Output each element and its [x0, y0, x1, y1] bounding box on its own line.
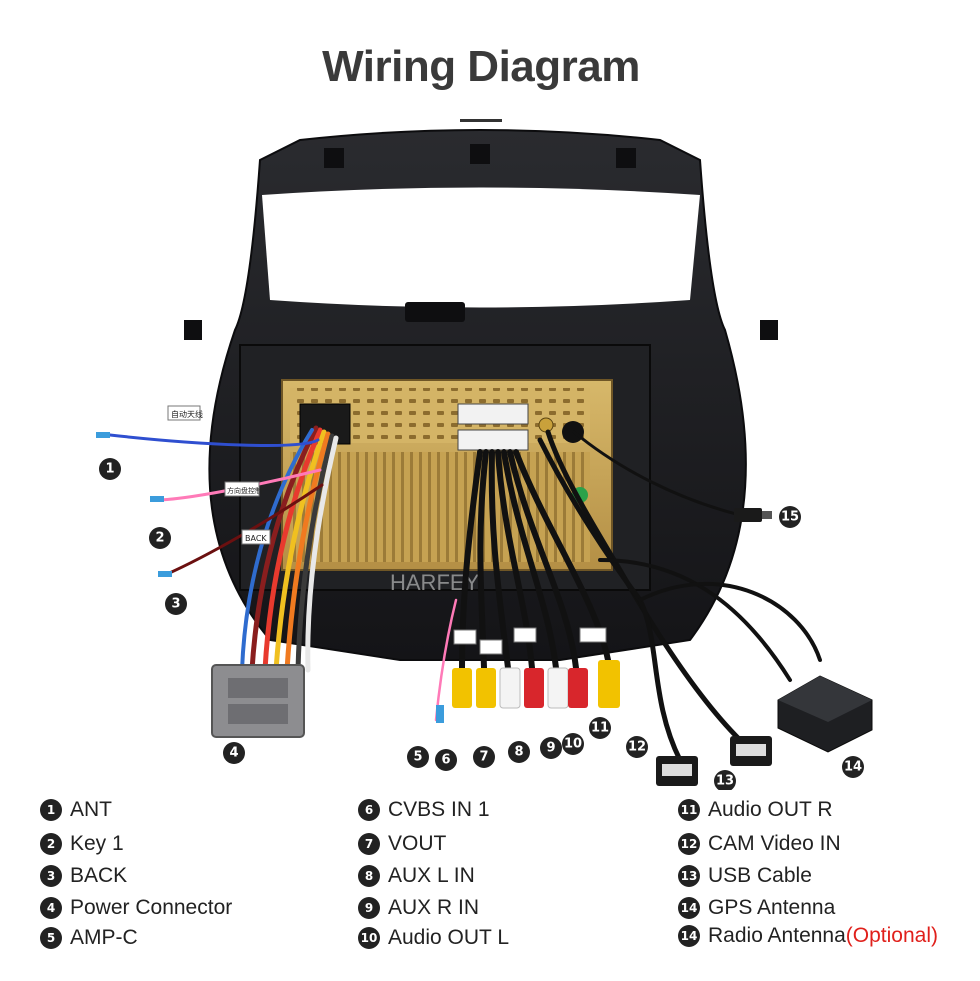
callout-3-marker: 3: [165, 593, 187, 615]
rca-plugs: [436, 627, 620, 723]
svg-text:7: 7: [479, 750, 488, 765]
svg-text:9: 9: [546, 741, 555, 756]
title-underline: [460, 119, 502, 122]
legend-badge-15: 14: [678, 925, 700, 947]
legend-label: USB Cable: [708, 864, 812, 887]
legend-item-vout: 7 VOUT: [358, 830, 446, 858]
legend-item-power-connector: 4 Power Connector: [40, 894, 232, 922]
legend-label: ANT: [70, 798, 112, 821]
svg-text:4: 4: [229, 746, 238, 761]
legend-badge-5: 5: [40, 927, 62, 949]
legend-badge-12: 12: [678, 833, 700, 855]
legend-item-ant: 1 ANT: [40, 796, 112, 824]
callout-15-marker: 15: [779, 506, 801, 528]
svg-text:14: 14: [844, 760, 862, 775]
legend-badge-11: 11: [678, 799, 700, 821]
callout-13-marker: 13: [714, 770, 736, 790]
callout-8-marker: 8: [508, 741, 530, 763]
head-unit-chassis: HARFEY: [281, 379, 613, 595]
legend-item-aux-r-in: 9 AUX R IN: [358, 894, 479, 922]
legend-badge-13: 13: [678, 865, 700, 887]
legend-label: CVBS IN 1: [388, 798, 490, 821]
legend-label: Audio OUT R: [708, 798, 833, 821]
callout-6-marker: 6: [435, 749, 457, 771]
legend-item-radio-antenna: 14 Radio Antenna(Optional): [678, 922, 938, 950]
callout-10-marker: 10: [562, 733, 584, 755]
legend-label: GPS Antenna: [708, 896, 836, 919]
legend-label: AMP-C: [70, 926, 138, 949]
legend-item-audio-out-r: 11 Audio OUT R: [678, 796, 833, 824]
wiring-harness: [108, 425, 339, 673]
legend-badge-3: 3: [40, 865, 62, 887]
callout-5-marker: 5: [407, 746, 429, 768]
legend-badge-1: 1: [40, 799, 62, 821]
legend-badge-6: 6: [358, 799, 380, 821]
callout-11-marker: 11: [589, 717, 611, 739]
legend-item-amp-c: 5 AMP-C: [40, 924, 138, 952]
callout-4-marker: 4: [223, 742, 245, 764]
legend-badge-7: 7: [358, 833, 380, 855]
legend-label: Radio Antenna: [708, 924, 846, 947]
legend-label: AUX L IN: [388, 864, 475, 887]
legend-badge-10: 10: [358, 927, 380, 949]
svg-text:BACK: BACK: [245, 534, 267, 543]
svg-text:1: 1: [105, 462, 114, 477]
legend-label: AUX R IN: [388, 896, 480, 919]
optional-note: (Optional): [845, 924, 938, 947]
svg-text:2: 2: [155, 531, 164, 546]
legend-label: CAM Video IN: [708, 832, 841, 855]
svg-text:自动天线: 自动天线: [171, 409, 203, 419]
callout-7-marker: 7: [473, 746, 495, 768]
radio-antenna-jack: [734, 508, 772, 522]
legend-item-cam-video-in: 12 CAM Video IN: [678, 830, 841, 858]
legend-label: BACK: [70, 864, 128, 887]
legend-label: Key 1: [70, 832, 124, 855]
legend-label: VOUT: [388, 832, 447, 855]
legend-item-cvbs-in-1: 6 CVBS IN 1: [358, 796, 490, 824]
legend-badge-2: 2: [40, 833, 62, 855]
legend-item-key-1: 2 Key 1: [40, 830, 124, 858]
svg-text:13: 13: [716, 774, 734, 789]
svg-text:10: 10: [564, 737, 582, 752]
svg-text:12: 12: [628, 740, 646, 755]
svg-text:15: 15: [781, 510, 799, 525]
usb-plugs: [656, 736, 772, 786]
legend-item-back: 3 BACK: [40, 862, 127, 890]
legend-item-usb-cable: 13 USB Cable: [678, 862, 812, 890]
svg-text:6: 6: [441, 753, 450, 768]
legend-item-audio-out-l: 10 Audio OUT L: [358, 924, 509, 952]
callout-9-marker: 9: [540, 737, 562, 759]
svg-text:3: 3: [171, 597, 180, 612]
wire-tags: 自动天线 方向盘控制 BACK: [96, 405, 271, 577]
callout-1-marker: 1: [99, 458, 121, 480]
wiring-diagram-illustration: HARFEY 自动天线 方向盘控制 BACK: [96, 129, 873, 790]
svg-text:11: 11: [591, 721, 609, 736]
legend-item-aux-l-in: 8 AUX L IN: [358, 862, 475, 890]
legend-badge-8: 8: [358, 865, 380, 887]
callout-14-marker: 14: [842, 756, 864, 778]
svg-text:方向盘控制: 方向盘控制: [227, 486, 262, 495]
legend-label: Power Connector: [70, 896, 233, 919]
legend-badge-9: 9: [358, 897, 380, 919]
callout-2-marker: 2: [149, 527, 171, 549]
legend-badge-4: 4: [40, 897, 62, 919]
svg-text:5: 5: [413, 750, 422, 765]
power-connector: [211, 664, 305, 738]
legend-label: Audio OUT L: [388, 926, 510, 949]
rca-cables: [434, 429, 822, 763]
gps-antenna: [777, 675, 873, 753]
svg-text:8: 8: [514, 745, 523, 760]
legend-item-gps-antenna: 14 GPS Antenna: [678, 894, 835, 922]
page-title: Wiring Diagram: [322, 42, 640, 91]
callout-12-marker: 12: [626, 736, 648, 758]
legend-badge-14: 14: [678, 897, 700, 919]
